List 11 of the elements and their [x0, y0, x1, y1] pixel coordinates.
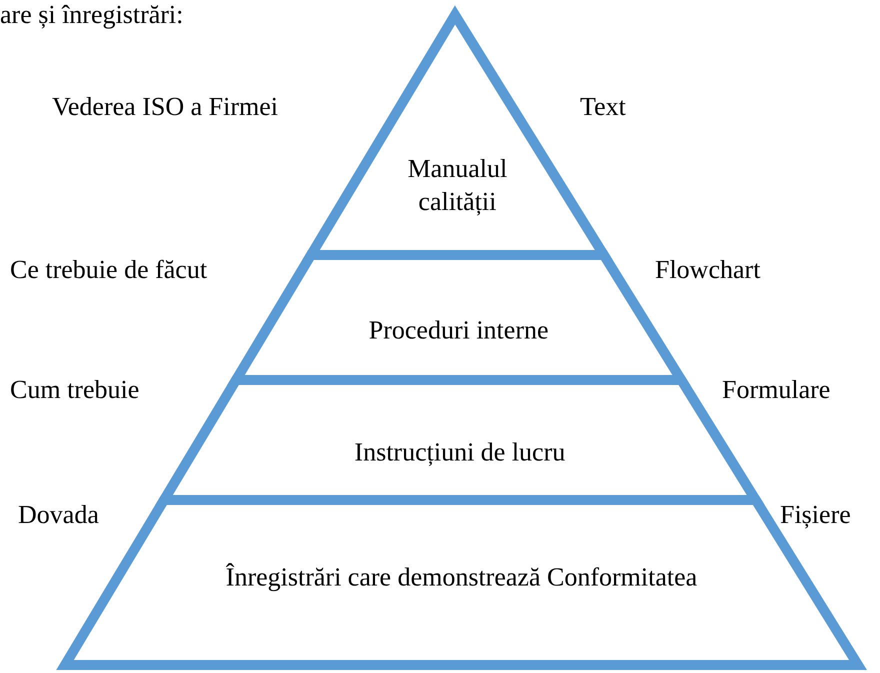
- side-label: Cum trebuie: [10, 375, 140, 405]
- side-label: Formulare: [722, 375, 830, 405]
- side-label: Ce trebuie de făcut: [10, 255, 208, 285]
- side-label: Dovada: [18, 500, 99, 530]
- tier-label: Proceduri interne: [368, 314, 550, 346]
- side-label: Fișiere: [780, 500, 851, 530]
- tier-label: Înregistrări care demonstrează Conformitatea: [224, 562, 698, 594]
- tier-label: Instrucțiuni de lucru: [353, 436, 566, 468]
- side-label: Flowchart: [655, 255, 760, 285]
- heading-text: are și înregistrări:: [0, 0, 184, 30]
- side-label: Vederea ISO a Firmei: [52, 92, 278, 122]
